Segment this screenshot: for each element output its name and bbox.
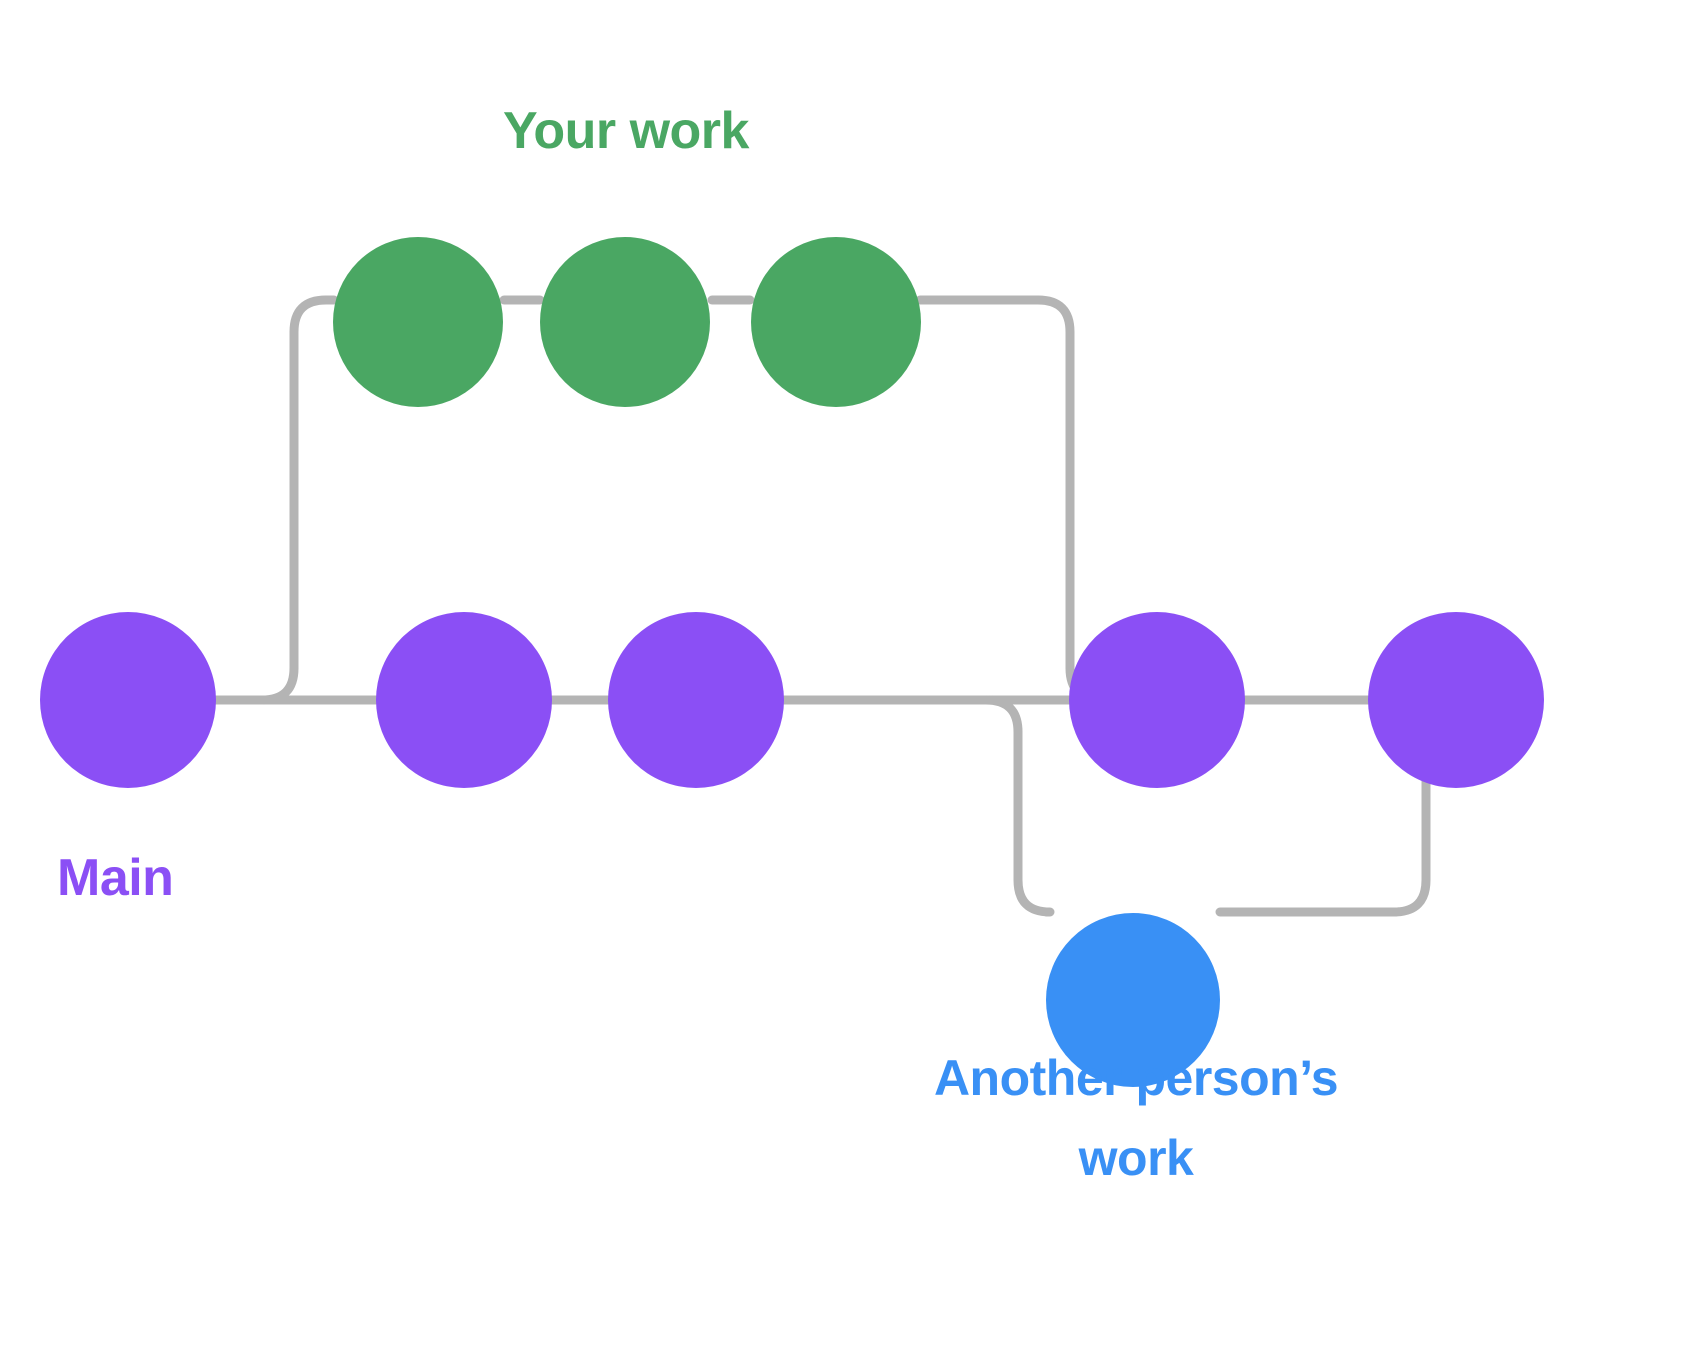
your-work-commit-3[interactable] [751,237,921,407]
main-commit-3[interactable] [608,612,784,788]
your-work-merge-in [915,295,1107,705]
branch-label-another-person: Another person’s work [934,1050,1338,1186]
another-person-commit-1[interactable] [1046,913,1220,1087]
commit-node-group [40,237,1544,1087]
main-commit-1[interactable] [40,612,216,788]
main-commit-5[interactable] [1368,612,1544,788]
branch-label-your-work: Your work [503,102,749,160]
your-work-commit-2[interactable] [540,237,710,407]
main-commit-4[interactable] [1069,612,1245,788]
main-commit-2[interactable] [376,612,552,788]
your-work-branch-out [211,295,339,705]
your-work-commit-1[interactable] [333,237,503,407]
branch-label-main: Main [57,849,173,907]
another-person-branch-out [779,695,1055,917]
branch-label-another-person-line-1: Another person’s [934,1050,1338,1106]
branch-label-another-person-line-2: work [1078,1130,1194,1186]
